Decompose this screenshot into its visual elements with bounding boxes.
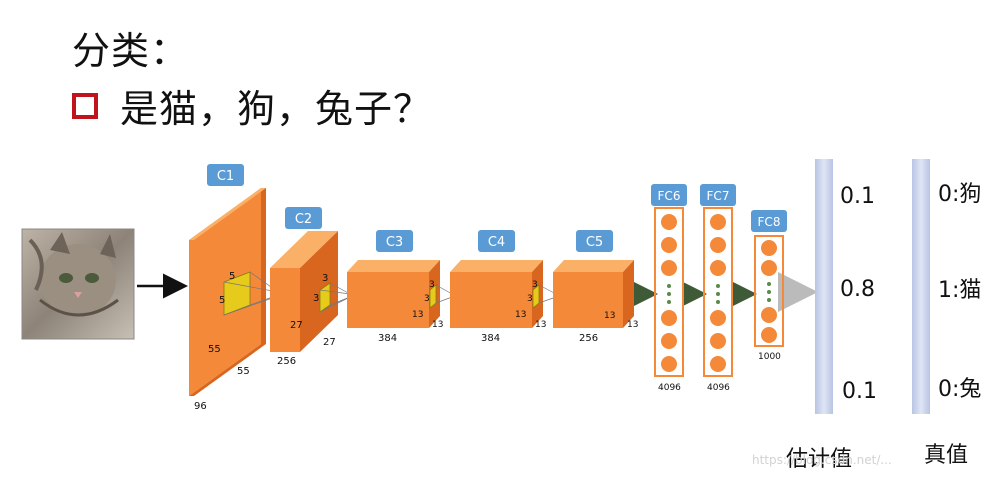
c4-block [450, 260, 557, 328]
estimate-value-dog: 0.1 [840, 184, 875, 209]
fc8-ellipsis-dot [767, 282, 771, 286]
svg-text:C1: C1 [217, 169, 234, 184]
fc7-node [710, 333, 726, 349]
question-line: 是猫，狗，兔子？ [72, 78, 432, 133]
c3-depth: 384 [378, 333, 397, 344]
c3-block [347, 260, 453, 328]
watermark: https://blog.csdn.net/... [752, 453, 892, 467]
truth-bar [912, 159, 930, 414]
c4-width: 13 [535, 320, 546, 330]
fc8-node [761, 327, 777, 343]
fc8-node [761, 260, 777, 276]
fc6-node [661, 237, 677, 253]
c4-label: C4 [478, 230, 515, 252]
fc8-frame [754, 235, 784, 347]
fc7-ellipsis-dot [716, 284, 720, 288]
heading: 分类： [72, 29, 190, 73]
fc-nodes [661, 214, 777, 372]
fc6-ellipsis-dot [667, 300, 671, 304]
c1-block [189, 188, 279, 396]
c2-width: 27 [323, 337, 336, 348]
c5-block [553, 260, 634, 328]
fc6-node [661, 214, 677, 230]
truth-label-cat: 1:猫 [938, 278, 981, 303]
fc8-node [761, 307, 777, 323]
svg-text:FC6: FC6 [658, 189, 681, 203]
fc7-node [710, 260, 726, 276]
truth-label-rabbit: 0:兔 [938, 377, 981, 402]
svg-text:C5: C5 [586, 235, 603, 250]
c2-kernel-w: 3 [313, 293, 319, 304]
fc8-node [761, 240, 777, 256]
c2-label: C2 [285, 207, 322, 229]
svg-text:FC7: FC7 [707, 189, 730, 203]
c5-height: 13 [604, 311, 615, 321]
cat-image [21, 228, 135, 340]
c2-height: 27 [290, 320, 303, 331]
svg-text:C4: C4 [488, 235, 505, 250]
c4-kernel-w: 3 [527, 294, 533, 304]
svg-text:C3: C3 [386, 235, 403, 250]
c5-width: 13 [627, 320, 638, 330]
fc7-ellipsis-dot [716, 300, 720, 304]
c1-kernel-w: 5 [219, 295, 225, 306]
fc6-node [661, 333, 677, 349]
c1-height: 55 [208, 344, 221, 355]
c1-width: 55 [237, 366, 250, 377]
fc6-node [661, 356, 677, 372]
fc6-ellipsis-dot [667, 292, 671, 296]
c1-depth: 96 [194, 401, 207, 412]
fc7-frame [703, 207, 733, 377]
checkbox-icon [72, 92, 98, 119]
fc7-node [710, 310, 726, 326]
fc8-ellipsis-dot [767, 290, 771, 294]
c4-depth: 384 [481, 333, 500, 344]
fc6-label: FC6 [651, 184, 687, 206]
c4-height: 13 [515, 310, 526, 320]
fc7-node [710, 237, 726, 253]
c3-width: 13 [432, 320, 443, 330]
c4-kernel-h: 3 [532, 280, 538, 290]
svg-text:C2: C2 [295, 212, 312, 227]
fc7-node [710, 356, 726, 372]
fc7-node [710, 214, 726, 230]
estimate-bar [815, 159, 833, 414]
c3-label: C3 [376, 230, 413, 252]
truth-caption: 真值 [924, 443, 968, 468]
fc8-ellipsis-dot [767, 298, 771, 302]
c2-depth: 256 [277, 356, 296, 367]
fc6-ellipsis-dot [667, 284, 671, 288]
c3-height: 13 [412, 310, 423, 320]
truth-label-dog: 0:狗 [938, 182, 981, 207]
fc7-size: 4096 [707, 383, 730, 393]
fc8-size: 1000 [758, 352, 781, 362]
c3-kernel-w: 3 [424, 294, 430, 304]
fc6-size: 4096 [658, 383, 681, 393]
question-text: 是猫，狗，兔子？ [120, 87, 433, 131]
c5-depth: 256 [579, 333, 598, 344]
fc7-label: FC7 [700, 184, 736, 206]
c1-kernel-h: 5 [229, 271, 235, 282]
c2-kernel-h: 3 [322, 273, 328, 284]
c3-kernel-h: 3 [429, 280, 435, 290]
c5-label: C5 [576, 230, 613, 252]
svg-text:FC8: FC8 [758, 215, 781, 229]
estimate-value-rabbit: 0.1 [842, 379, 877, 404]
fc7-ellipsis-dot [716, 292, 720, 296]
estimate-value-cat: 0.8 [840, 277, 875, 302]
fc6-node [661, 260, 677, 276]
fc8-label: FC8 [751, 210, 787, 232]
fc6-frame [654, 207, 684, 377]
c2-block [270, 231, 351, 352]
fc6-node [661, 310, 677, 326]
c1-label: C1 [207, 164, 244, 186]
estimate-caption: 估计值 [786, 447, 852, 472]
